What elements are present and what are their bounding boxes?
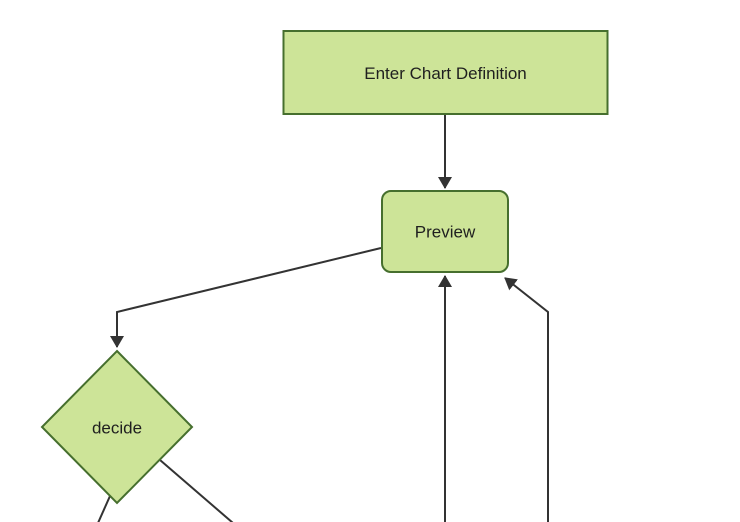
edge-layer: [97, 114, 549, 522]
node-definition-label: Enter Chart Definition: [364, 64, 527, 83]
node-decide-label: decide: [92, 419, 142, 438]
node-preview: Preview: [381, 190, 509, 273]
node-definition: Enter Chart Definition: [282, 30, 609, 115]
node-preview-shape: [381, 190, 509, 273]
edge-preview-to-decide: [110, 247, 382, 348]
edge-decide-to-offscreen-right: [159, 459, 234, 522]
node-decide: decide: [40, 349, 194, 505]
node-decide-shape: [40, 349, 194, 505]
edge-decide-to-offscreen-left: [97, 495, 111, 522]
node-preview-label: Preview: [415, 223, 476, 242]
node-definition-shape: [282, 30, 609, 115]
edge-offscreen-right-to-preview: [504, 277, 549, 522]
